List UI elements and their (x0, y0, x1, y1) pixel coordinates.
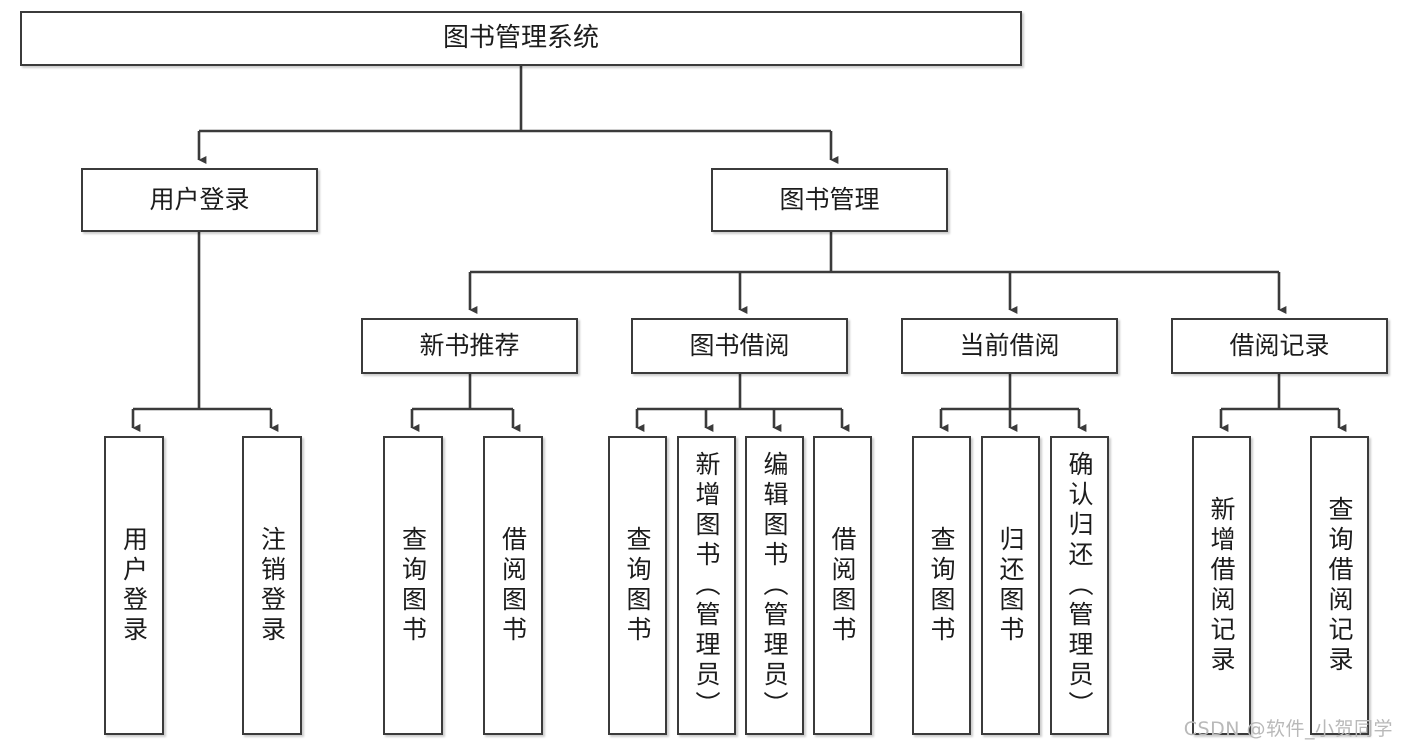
node-label: 查询图书 (927, 525, 956, 646)
watermark: CSDN @软件_小贺同学 (1183, 718, 1393, 740)
leaf-user-login-login[interactable]: 用户登录 (104, 436, 164, 735)
node-label: 图书管理系统 (442, 22, 599, 53)
leaf-book-borrow-query-book[interactable]: 查询图书 (608, 436, 667, 735)
node-label: 用户登录 (149, 184, 250, 214)
leaf-current-borrow-confirm-return-admin[interactable]: 确认归还（管理员） (1050, 436, 1109, 735)
leaf-user-login-logout[interactable]: 注销登录 (242, 436, 302, 735)
leaf-book-borrow-add-book-admin[interactable]: 新增图书（管理员） (677, 436, 736, 735)
leaf-book-borrow-borrow-book[interactable]: 借阅图书 (813, 436, 872, 735)
node-label: 确认归还（管理员） (1065, 450, 1094, 721)
leaf-new-book-query-book[interactable]: 查询图书 (383, 436, 443, 735)
node-label: 借阅记录 (1229, 330, 1330, 360)
leaf-current-borrow-query-book[interactable]: 查询图书 (912, 436, 971, 735)
node-label: 查询图书 (623, 525, 652, 646)
node-label: 图书借阅 (689, 330, 790, 360)
node-book-management[interactable]: 图书管理 (711, 168, 948, 232)
node-new-book-recommend[interactable]: 新书推荐 (361, 318, 578, 374)
leaf-book-borrow-edit-book-admin[interactable]: 编辑图书（管理员） (745, 436, 804, 735)
node-label: 查询借阅记录 (1325, 495, 1354, 676)
node-label: 注销登录 (257, 525, 287, 646)
node-label: 新增图书（管理员） (692, 450, 721, 721)
node-label: 用户登录 (119, 525, 149, 646)
node-borrow-record[interactable]: 借阅记录 (1171, 318, 1388, 374)
node-label: 归还图书 (996, 525, 1025, 646)
node-label: 当前借阅 (959, 330, 1060, 360)
node-root-book-management-system[interactable]: 图书管理系统 (20, 11, 1022, 66)
leaf-new-book-borrow-book[interactable]: 借阅图书 (483, 436, 543, 735)
node-label: 新增借阅记录 (1207, 495, 1236, 676)
leaf-current-borrow-return-book[interactable]: 归还图书 (981, 436, 1040, 735)
node-book-borrow[interactable]: 图书借阅 (631, 318, 848, 374)
node-label: 借阅图书 (498, 525, 528, 646)
node-current-borrow[interactable]: 当前借阅 (901, 318, 1118, 374)
node-label: 查询图书 (398, 525, 428, 646)
leaf-borrow-record-add-record[interactable]: 新增借阅记录 (1192, 436, 1251, 735)
node-label: 图书管理 (779, 184, 880, 214)
node-label: 借阅图书 (828, 525, 857, 646)
node-label: 编辑图书（管理员） (760, 450, 789, 721)
node-user-login[interactable]: 用户登录 (81, 168, 318, 232)
leaf-borrow-record-query-record[interactable]: 查询借阅记录 (1310, 436, 1369, 735)
node-label: 新书推荐 (419, 330, 520, 360)
